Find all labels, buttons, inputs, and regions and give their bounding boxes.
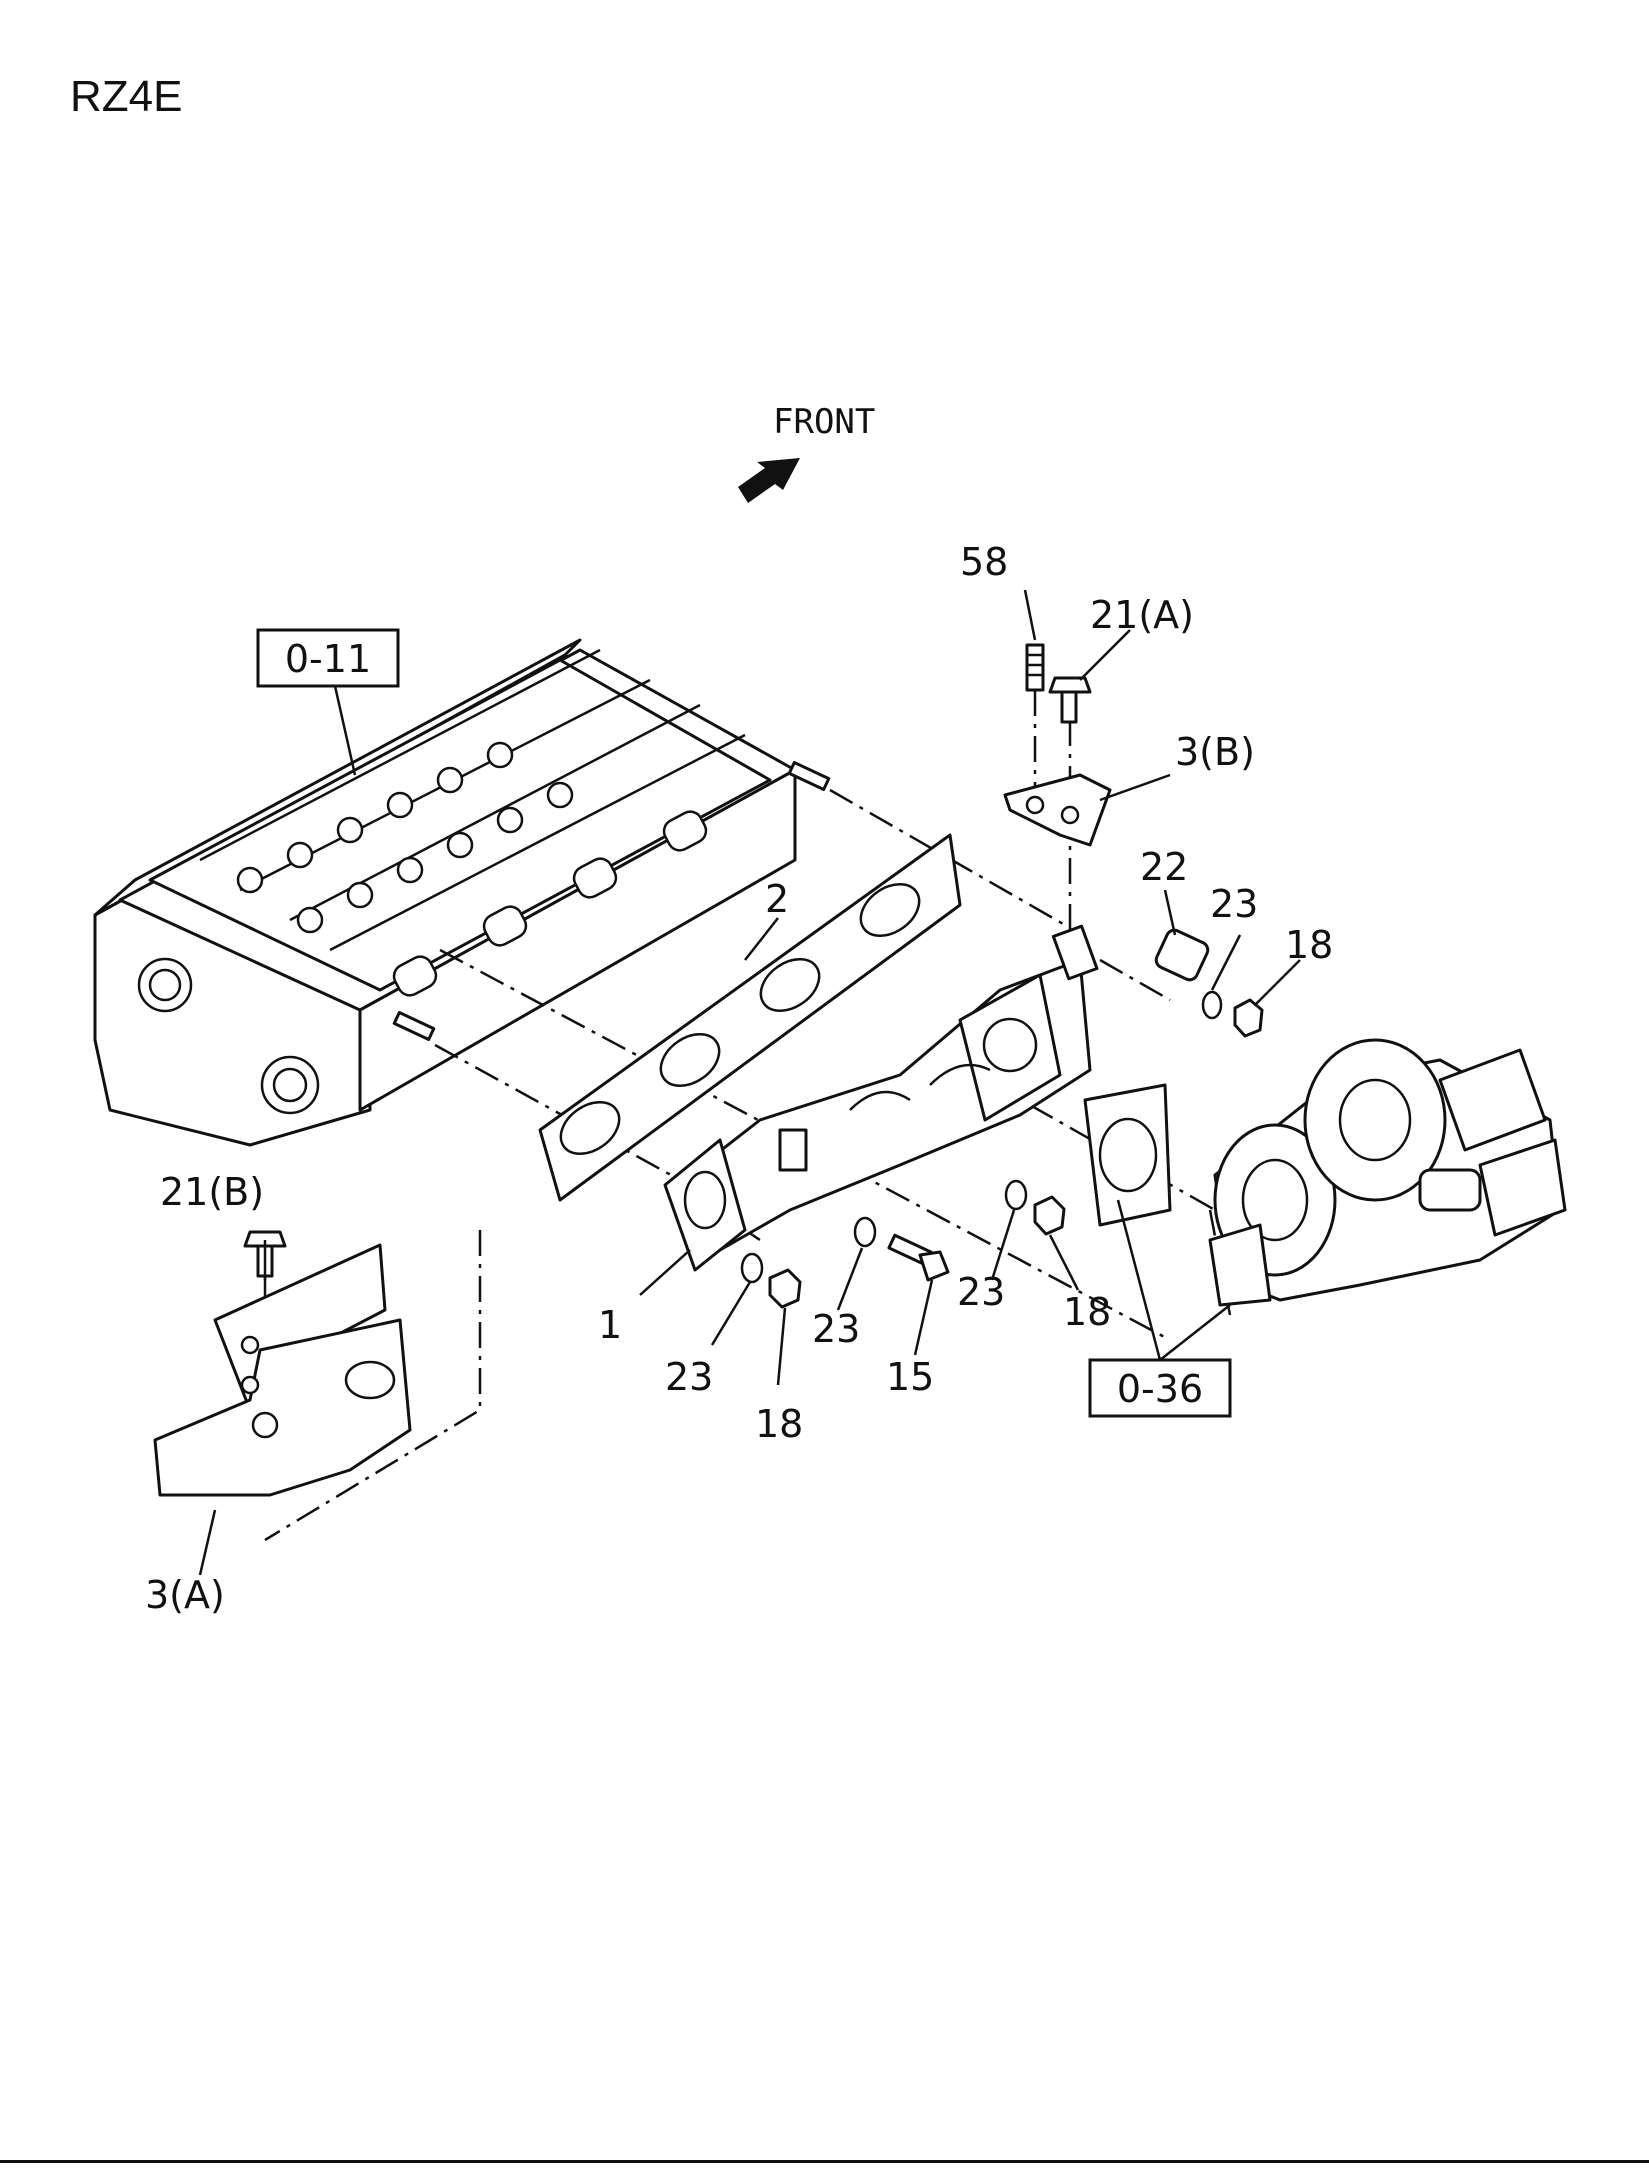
nut-18-a (768, 1268, 802, 1309)
heat-insulator-lower (153, 1243, 412, 1497)
head-stud-lower (392, 1011, 436, 1041)
callout-15[interactable]: 15 (886, 1355, 934, 1399)
callout-23-a[interactable]: 23 (665, 1355, 713, 1399)
callout-labels: 58 21(A) 3(B) 22 23 18 2 21(B) 1 23 18 2… (145, 540, 1333, 1617)
callout-21a[interactable]: 21(A) (1090, 593, 1194, 637)
washer-23-upper (1201, 990, 1223, 1020)
callout-23-c[interactable]: 23 (957, 1270, 1005, 1314)
callout-23-top[interactable]: 23 (1210, 882, 1258, 926)
exhaust-manifold (663, 924, 1099, 1272)
stud-58 (1025, 643, 1045, 692)
washer-23-a (740, 1252, 764, 1284)
ref-label-cylinder-head: 0-11 (285, 637, 371, 681)
front-arrow-icon (738, 458, 800, 503)
spacer-22 (1154, 928, 1210, 982)
callout-2[interactable]: 2 (765, 877, 789, 921)
washer-23-b (853, 1216, 877, 1248)
callout-21b[interactable]: 21(B) (160, 1170, 264, 1214)
callout-18-a[interactable]: 18 (755, 1402, 803, 1446)
callout-58[interactable]: 58 (960, 540, 1008, 584)
footer-rule (0, 2160, 1649, 2163)
cylinder-head-ports (392, 810, 708, 997)
model-code: RZ4E (70, 72, 183, 121)
callout-18-c[interactable]: 18 (1063, 1290, 1111, 1334)
bolt-21a (1048, 676, 1092, 724)
cylinder-head (93, 638, 797, 1147)
ref-box-turbocharger[interactable]: 0-36 (1088, 1358, 1232, 1418)
turbocharger-gasket (1083, 1083, 1172, 1227)
washer-23-c (1004, 1179, 1028, 1211)
callout-leader-lines (198, 589, 1301, 1576)
camshaft-bores (137, 957, 320, 1115)
heat-insulator-upper (1003, 773, 1112, 847)
head-stud-upper (787, 761, 831, 791)
callout-3b[interactable]: 3(B) (1175, 730, 1255, 774)
bolt-15 (887, 1233, 950, 1282)
ref-label-turbocharger: 0-36 (1117, 1367, 1203, 1411)
callout-3a[interactable]: 3(A) (145, 1573, 225, 1617)
nut-18-c (1033, 1195, 1066, 1236)
callout-22[interactable]: 22 (1140, 845, 1188, 889)
turbocharger (1208, 1038, 1567, 1307)
exhaust-manifold-gasket (538, 833, 962, 1202)
ref-box-cylinder-head[interactable]: 0-11 (256, 628, 400, 688)
callout-18-top[interactable]: 18 (1285, 923, 1333, 967)
valve-seats (236, 741, 574, 934)
callout-23-b[interactable]: 23 (812, 1307, 860, 1351)
front-label: FRONT (773, 402, 875, 442)
nut-18-upper (1233, 998, 1264, 1038)
callout-1[interactable]: 1 (598, 1303, 622, 1347)
